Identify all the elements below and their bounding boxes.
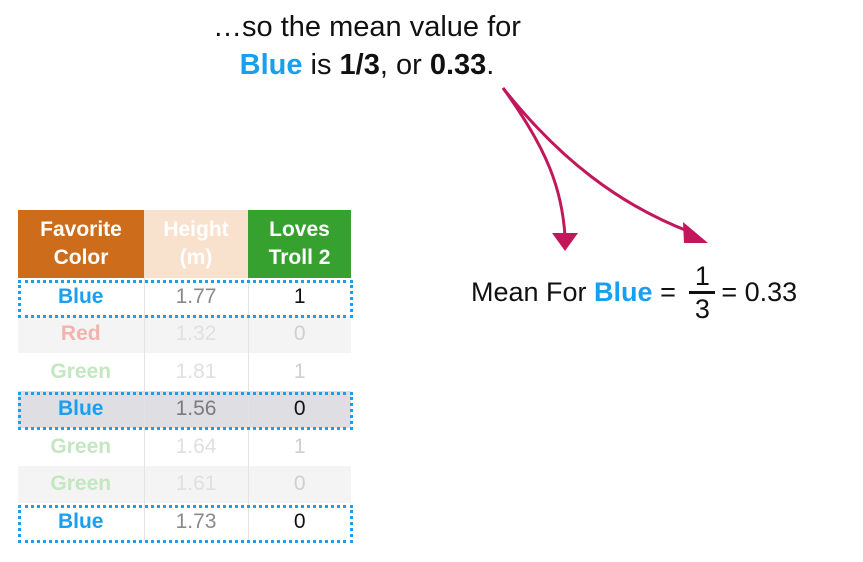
formula-color-word: Blue	[594, 276, 653, 307]
cell-color: Red	[18, 315, 145, 353]
mean-formula: Mean For Blue = 1 3 = 0.33	[471, 262, 797, 322]
table-row: Blue 1.77 1	[18, 278, 351, 316]
header-favorite-color: Favorite Color	[18, 210, 144, 278]
arrow-to-fraction	[501, 87, 691, 234]
cell-color: Green	[18, 428, 145, 466]
table-row: Green 1.64 1	[18, 428, 351, 466]
table-row: Red 1.32 0	[18, 315, 351, 353]
formula-prefix: Mean For	[471, 276, 595, 307]
cell-loves: 1	[248, 353, 351, 391]
cell-color: Green	[18, 353, 145, 391]
arrow-to-formula-label	[501, 87, 567, 237]
cell-color: Green	[18, 465, 145, 503]
cell-color: Blue	[18, 503, 145, 541]
caption-line-2: Blue is 1/3, or 0.33.	[0, 46, 734, 84]
blue-row-highlight-3	[18, 505, 353, 543]
header-height: Height (m)	[144, 210, 248, 278]
caption-decimal: 0.33	[429, 49, 487, 81]
fraction-denominator: 3	[694, 293, 710, 324]
formula-equals: =	[652, 276, 684, 307]
fraction-numerator: 1	[694, 260, 710, 291]
table-row: Green 1.61 0	[18, 465, 351, 503]
caption-is: is	[302, 49, 340, 81]
caption-line-1: …so the mean value for	[213, 11, 521, 43]
cell-loves: 0	[248, 465, 351, 503]
caption-period: .	[486, 49, 495, 81]
caption-fraction: 1/3	[339, 49, 380, 81]
cell-height: 1.32	[144, 315, 249, 353]
arrowhead-right	[683, 222, 708, 243]
cell-loves: 0	[248, 315, 351, 353]
cell-height: 1.73	[144, 503, 249, 541]
header-row: Favorite Color Height (m) Loves Troll 2	[18, 210, 351, 278]
cell-color: Blue	[18, 390, 145, 428]
caption-color-word: Blue	[239, 49, 303, 81]
fraction-bar	[689, 290, 716, 294]
cell-color: Blue	[18, 278, 145, 316]
data-table: Favorite Color Height (m) Loves Troll 2 …	[18, 210, 351, 541]
cell-height: 1.77	[144, 278, 249, 316]
cell-height: 1.61	[144, 465, 249, 503]
blue-row-highlight-2	[18, 392, 353, 430]
formula-fraction: 1 3	[689, 260, 716, 324]
formula-result: = 0.33	[721, 276, 798, 307]
cell-loves: 0	[248, 390, 351, 428]
cell-loves: 1	[248, 278, 351, 316]
table-row: Green 1.81 1	[18, 353, 351, 391]
cell-loves: 0	[248, 503, 351, 541]
cell-height: 1.64	[144, 428, 249, 466]
cell-height: 1.56	[144, 390, 249, 428]
cell-height: 1.81	[144, 353, 249, 391]
cell-loves: 1	[248, 428, 351, 466]
table-row: Blue 1.73 0	[18, 503, 351, 541]
caption: …so the mean value for Blue is 1/3, or 0…	[0, 8, 734, 84]
arrowhead-left	[552, 233, 578, 251]
caption-or: , or	[379, 49, 430, 81]
blue-row-highlight-1	[18, 280, 353, 318]
table-row: Blue 1.56 0	[18, 390, 351, 428]
header-loves-troll2: Loves Troll 2	[248, 210, 351, 278]
